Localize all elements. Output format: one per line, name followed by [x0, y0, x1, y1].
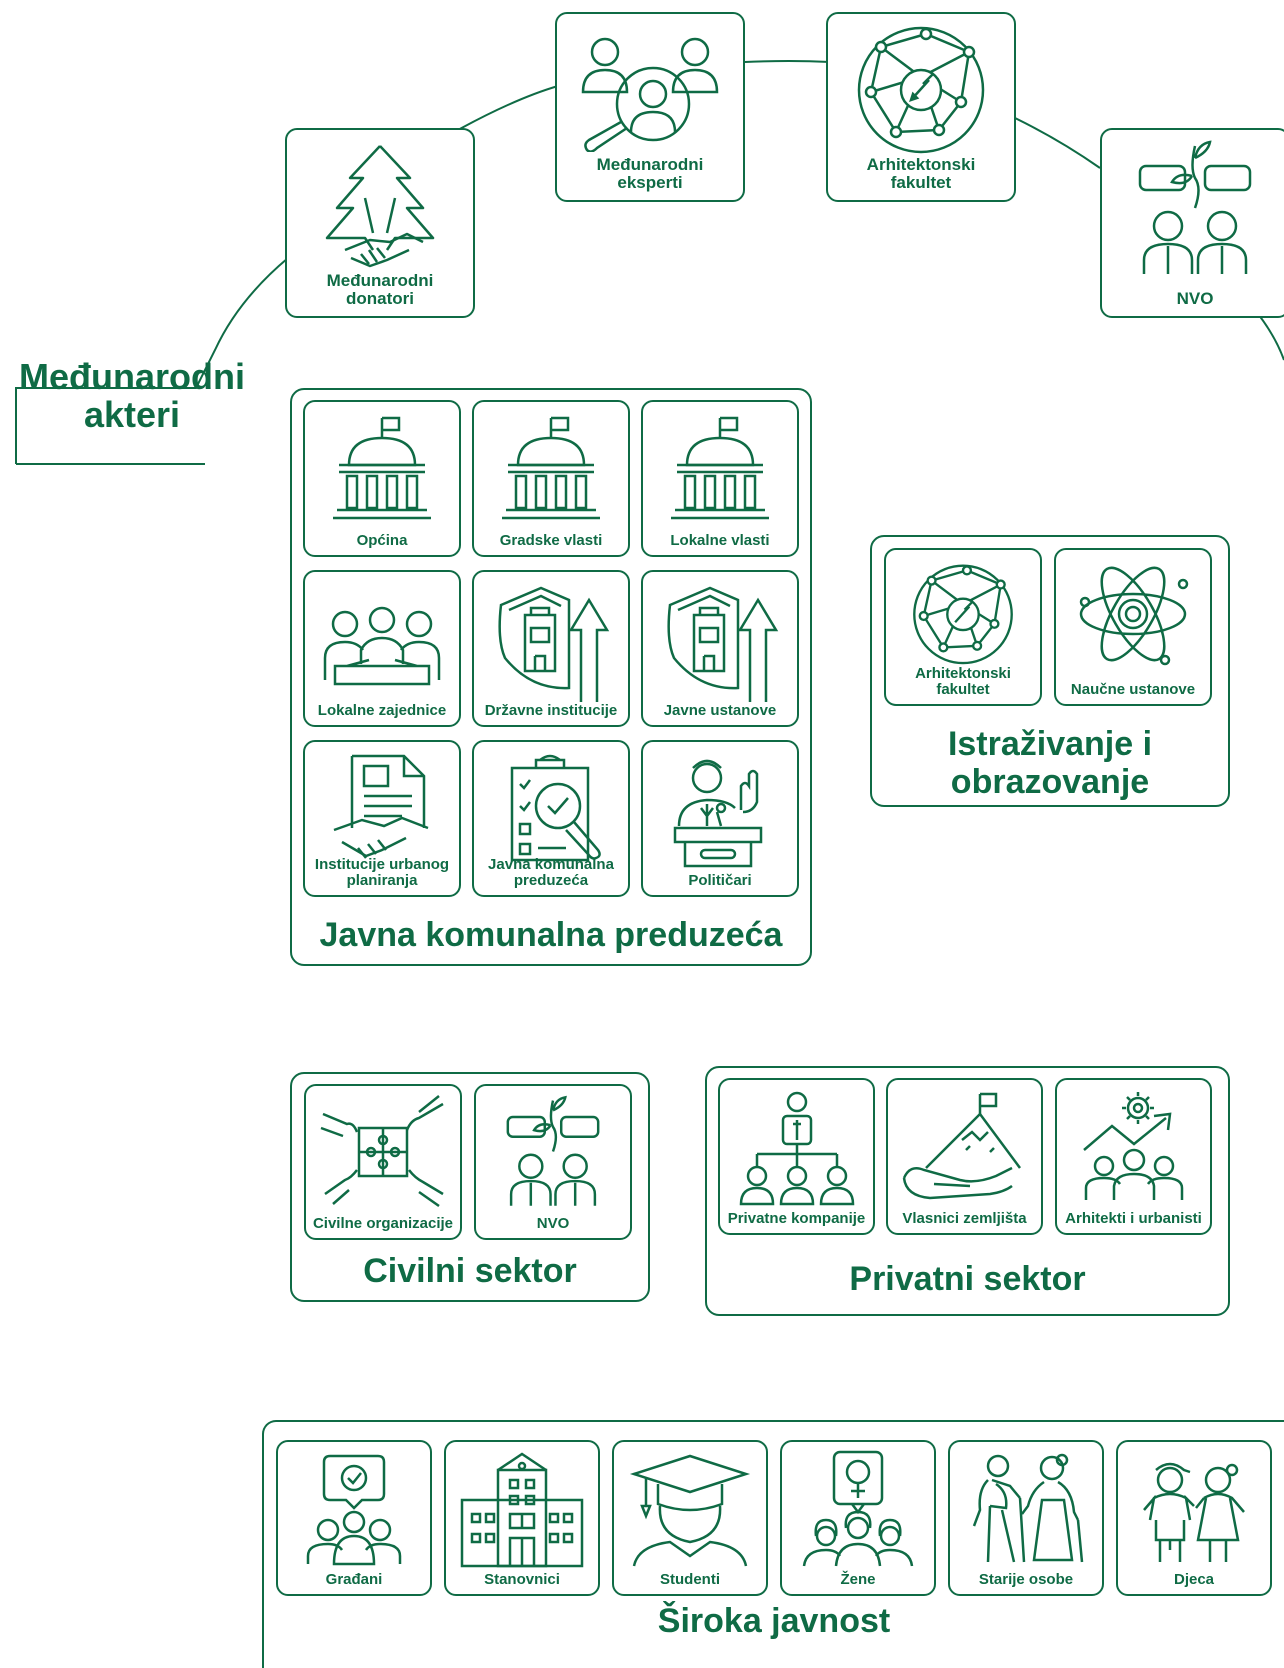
experts-magnifier-icon — [581, 37, 719, 152]
children-icon — [1143, 1462, 1245, 1562]
apartment-building-icon — [460, 1452, 584, 1568]
citizens-check-icon — [306, 1454, 402, 1566]
card-city-authorities[interactable]: Gradske vlasti — [472, 400, 630, 557]
clipboard-magnifier-icon — [510, 754, 601, 862]
government-building-icon — [333, 416, 431, 520]
politician-podium-icon — [673, 759, 763, 868]
land-hand-icon — [902, 1092, 1021, 1200]
card-local-authorities[interactable]: Lokalne vlasti — [641, 400, 799, 557]
handshake-trees-icon — [325, 145, 435, 268]
card-children[interactable]: Djeca — [1116, 1440, 1272, 1596]
card-landowners[interactable]: Vlasnici zemljišta — [886, 1078, 1043, 1235]
gear-growth-team-icon — [1082, 1092, 1183, 1200]
group-broad-public: Široka javnost — [262, 1420, 1284, 1668]
card-state-institutions[interactable]: Državne institucije — [472, 570, 630, 727]
atom-icon — [1079, 566, 1189, 666]
node-ngo-international[interactable]: NVO — [1100, 128, 1284, 318]
card-politicians[interactable]: Političari — [641, 740, 799, 897]
graduate-icon — [629, 1454, 751, 1567]
card-civil-organizations[interactable]: Civilne organizacije — [304, 1084, 462, 1240]
civil-sector-title: Civilni sektor — [363, 1252, 577, 1290]
international-actors-title: Međunarodni akteri — [19, 356, 245, 435]
broad-public-title: Široka javnost — [657, 1602, 891, 1640]
ngo-people-icon — [506, 1095, 600, 1206]
puzzle-hands-icon — [320, 1095, 444, 1208]
org-chart-icon — [739, 1091, 854, 1206]
ngo-people-icon — [1138, 140, 1252, 274]
card-ngo[interactable]: NVO — [474, 1084, 632, 1240]
private-sector-title: Privatni sektor — [849, 1260, 1086, 1298]
government-building-icon — [502, 416, 600, 520]
document-handshake-icon — [333, 754, 429, 859]
elderly-couple-icon — [972, 1453, 1084, 1563]
network-globe-icon — [913, 564, 1013, 665]
card-students[interactable]: Studenti — [612, 1440, 768, 1596]
research-title: Istraživanje i obrazovanje — [947, 725, 1153, 801]
card-elderly[interactable]: Starije osobe — [948, 1440, 1104, 1596]
shield-building-icon — [667, 586, 779, 702]
card-municipality[interactable]: Općina — [303, 400, 461, 557]
network-globe-icon — [857, 26, 985, 154]
card-citizens[interactable]: Građani — [276, 1440, 432, 1596]
women-symbol-icon — [802, 1450, 914, 1567]
shield-building-icon — [498, 586, 610, 702]
card-architects-urbanists[interactable]: Arhitekti i urbanisti — [1055, 1078, 1212, 1235]
public-sector-title: Javna komunalna preduzeća — [319, 916, 783, 954]
community-meeting-icon — [323, 606, 441, 686]
card-local-communities[interactable]: Lokalne zajednice — [303, 570, 461, 727]
card-public-institutions[interactable]: Javne ustanove — [641, 570, 799, 727]
card-private-companies[interactable]: Privatne kompanije — [718, 1078, 875, 1235]
card-scientific-institutions[interactable]: Naučne ustanove — [1054, 548, 1212, 706]
card-women[interactable]: Žene — [780, 1440, 936, 1596]
card-residents[interactable]: Stanovnici — [444, 1440, 600, 1596]
government-building-icon — [671, 416, 769, 520]
